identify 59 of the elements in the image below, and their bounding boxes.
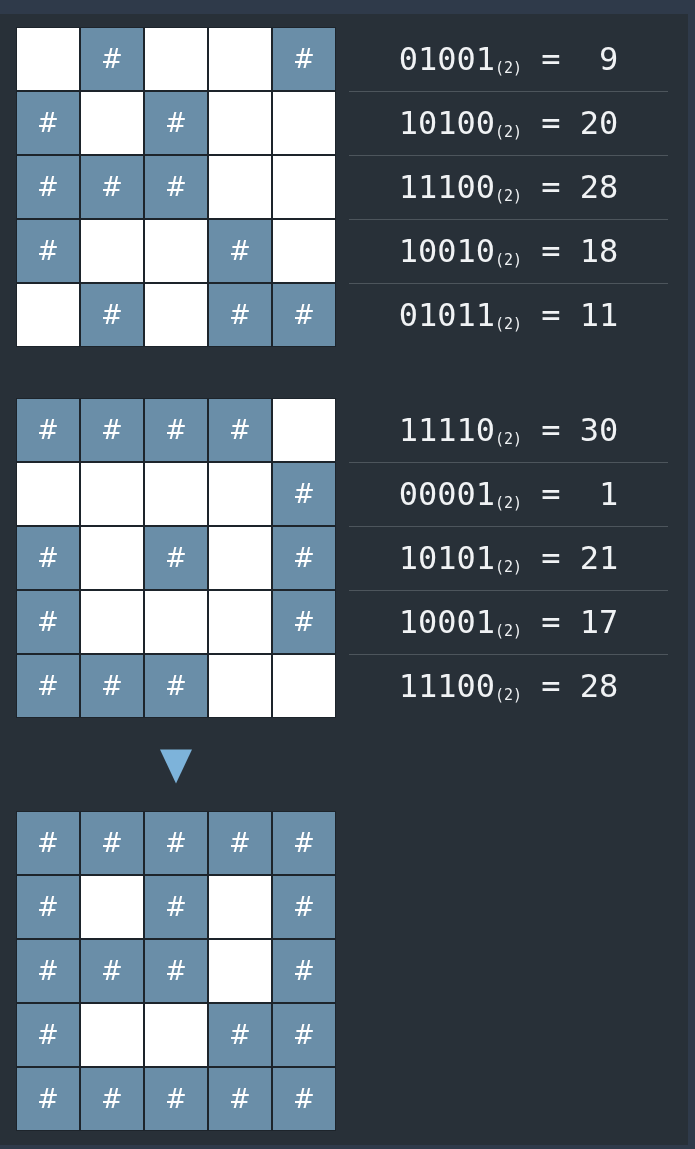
binary-equation: 10100$_{(2)}$ = 20 xyxy=(398,105,619,141)
grid xyxy=(16,811,336,1131)
filled-cell: # xyxy=(209,399,271,461)
filled-cell: # xyxy=(209,220,271,282)
filled-cell: # xyxy=(81,28,143,90)
filled-cell: # xyxy=(17,527,79,589)
binary-equation: 11100$_{(2)}$ = 28 xyxy=(398,169,619,205)
filled-cell: # xyxy=(273,1004,335,1066)
filled-cell: # xyxy=(273,284,335,346)
grid xyxy=(16,27,336,347)
filled-cell: # xyxy=(145,876,207,938)
filled-cell: # xyxy=(17,591,79,653)
filled-cell: # xyxy=(81,940,143,1002)
filled-cell: # xyxy=(17,220,79,282)
filled-cell: # xyxy=(17,940,79,1002)
filled-cell: # xyxy=(17,876,79,938)
filled-cell: # xyxy=(209,1068,271,1130)
filled-cell: # xyxy=(17,1004,79,1066)
filled-cell: # xyxy=(273,876,335,938)
filled-cell: # xyxy=(17,92,79,154)
filled-cell: # xyxy=(145,655,207,717)
filled-cell: # xyxy=(273,812,335,874)
filled-cell: # xyxy=(81,284,143,346)
filled-cell: # xyxy=(273,1068,335,1130)
filled-cell: # xyxy=(209,284,271,346)
filled-cell: # xyxy=(273,527,335,589)
filled-cell: # xyxy=(81,812,143,874)
binary-equation: 10101$_{(2)}$ = 21 xyxy=(398,540,619,576)
filled-cell: # xyxy=(145,527,207,589)
binary-equation: 11100$_{(2)}$ = 28 xyxy=(398,668,619,704)
filled-cell: # xyxy=(17,812,79,874)
binary-equation: 10001$_{(2)}$ = 17 xyxy=(398,604,619,640)
filled-cell: # xyxy=(17,655,79,717)
filled-cell: # xyxy=(81,156,143,218)
binary-equation: 10010$_{(2)}$ = 18 xyxy=(398,233,619,269)
filled-cell: # xyxy=(81,1068,143,1130)
grid xyxy=(16,398,336,718)
filled-cell: # xyxy=(145,940,207,1002)
filled-cell: # xyxy=(273,463,335,525)
filled-cell: # xyxy=(209,812,271,874)
filled-cell: # xyxy=(273,940,335,1002)
filled-cell: # xyxy=(145,1068,207,1130)
filled-cell: # xyxy=(145,156,207,218)
binary-equation: 01001$_{(2)}$ = 9 xyxy=(398,41,619,77)
binary-equation: 01011$_{(2)}$ = 11 xyxy=(398,297,619,333)
filled-cell: # xyxy=(145,92,207,154)
arrow xyxy=(160,749,192,784)
filled-cell: # xyxy=(17,156,79,218)
filled-cell: # xyxy=(17,1068,79,1130)
filled-cell: # xyxy=(81,655,143,717)
filled-cell: # xyxy=(273,28,335,90)
filled-cell: # xyxy=(17,399,79,461)
binary-equation: 11110$_{(2)}$ = 30 xyxy=(398,412,619,448)
filled-cell: # xyxy=(145,812,207,874)
filled-cell: # xyxy=(81,399,143,461)
filled-cell: # xyxy=(273,591,335,653)
binary-equation: 00001$_{(2)}$ = 1 xyxy=(398,476,619,512)
filled-cell: # xyxy=(209,1004,271,1066)
filled-cell: # xyxy=(145,399,207,461)
